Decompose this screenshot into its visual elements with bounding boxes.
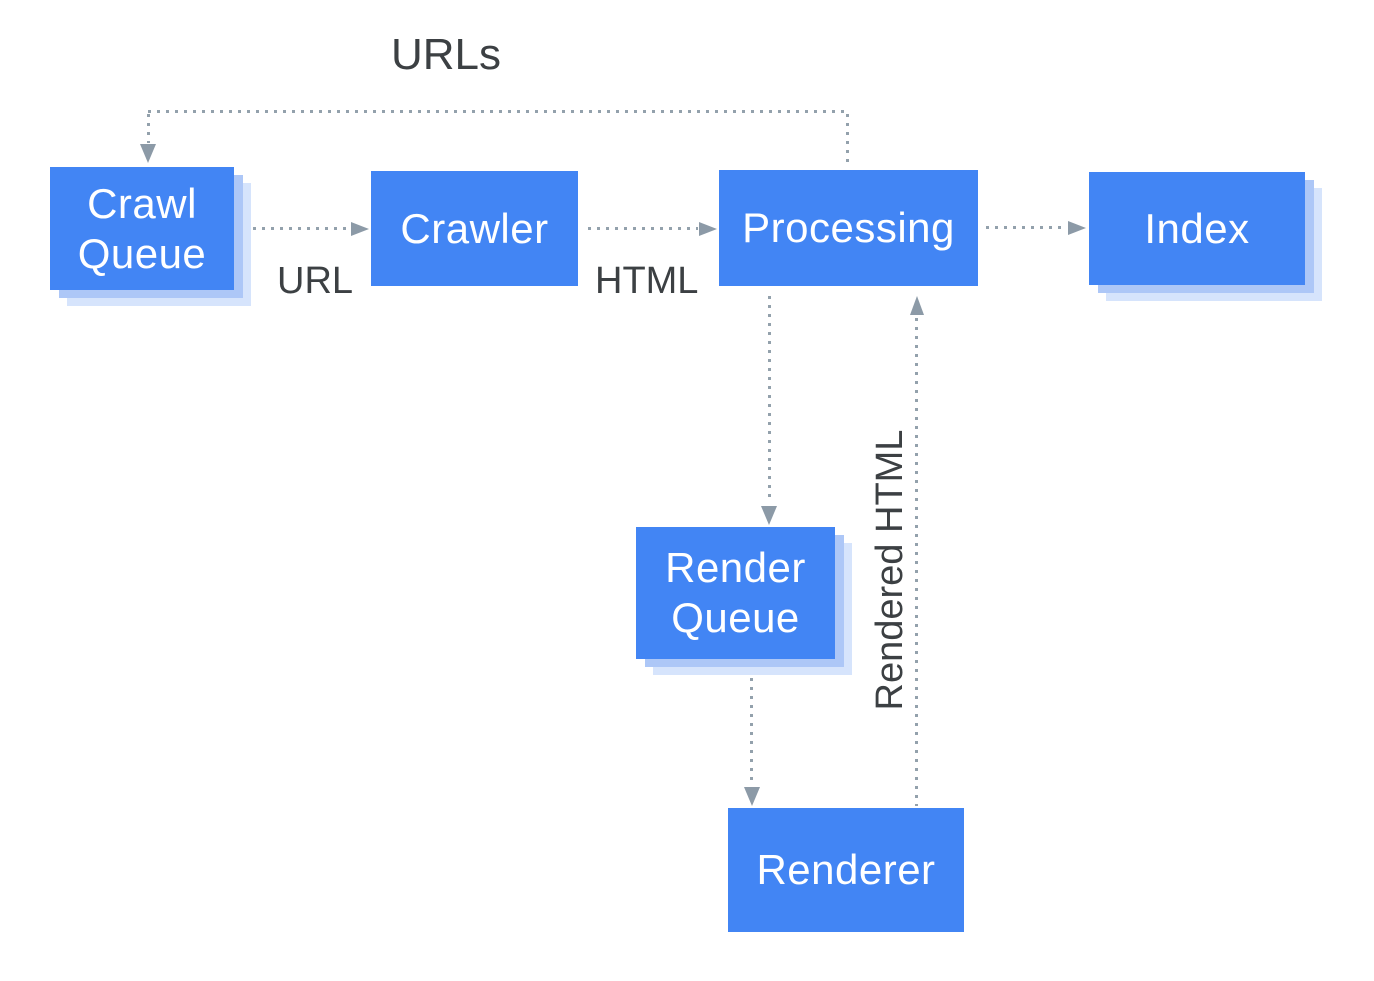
node-processing-label: Processing [742, 204, 955, 251]
node-render-queue: Render Queue [636, 527, 835, 659]
edge-label-rendered-html: Rendered HTML [869, 429, 911, 711]
node-renderer-label: Renderer [756, 846, 936, 893]
node-crawl-queue-label-line1: Crawl [87, 179, 197, 227]
edge-label-html: HTML [595, 260, 699, 302]
edge-urls-arrowhead-into-crawl-queue [140, 144, 156, 163]
edge-crawler-to-processing-line [588, 227, 698, 230]
edge-urls-horizontal-line [148, 110, 848, 113]
node-crawler: Crawler [371, 171, 578, 286]
edge-label-urls: URLs [391, 30, 502, 79]
node-crawl-queue: Crawl Queue [50, 167, 234, 290]
node-crawl-queue-label-line2: Queue [77, 229, 207, 277]
edge-renderer-to-processing-line [915, 318, 918, 806]
edge-render-queue-to-renderer-line [750, 678, 753, 784]
edge-urls-left-vertical-line [147, 114, 150, 143]
node-render-queue-label-line1: Render [665, 544, 806, 591]
node-processing: Processing [719, 170, 978, 286]
edge-crawl-queue-to-crawler-line [253, 227, 349, 230]
node-renderer: Renderer [728, 808, 964, 932]
node-index-label: Index [1144, 204, 1250, 252]
edge-crawler-to-processing-arrowhead [699, 222, 717, 236]
edge-urls-right-vertical-line [846, 114, 849, 168]
node-render-queue-label-line2: Queue [671, 594, 800, 641]
edge-label-url: URL [277, 260, 354, 302]
node-index: Index [1089, 172, 1305, 285]
edge-processing-to-render-queue-arrowhead [761, 506, 777, 525]
node-crawler-label: Crawler [400, 204, 549, 252]
edge-renderer-to-processing-arrowhead [910, 296, 924, 315]
edge-render-queue-to-renderer-arrowhead [744, 787, 760, 806]
edge-crawl-queue-to-crawler-arrowhead [351, 222, 369, 236]
edge-processing-to-index-arrowhead [1068, 221, 1086, 235]
edge-processing-to-render-queue-line [768, 296, 771, 502]
edge-processing-to-index-line [986, 226, 1066, 229]
